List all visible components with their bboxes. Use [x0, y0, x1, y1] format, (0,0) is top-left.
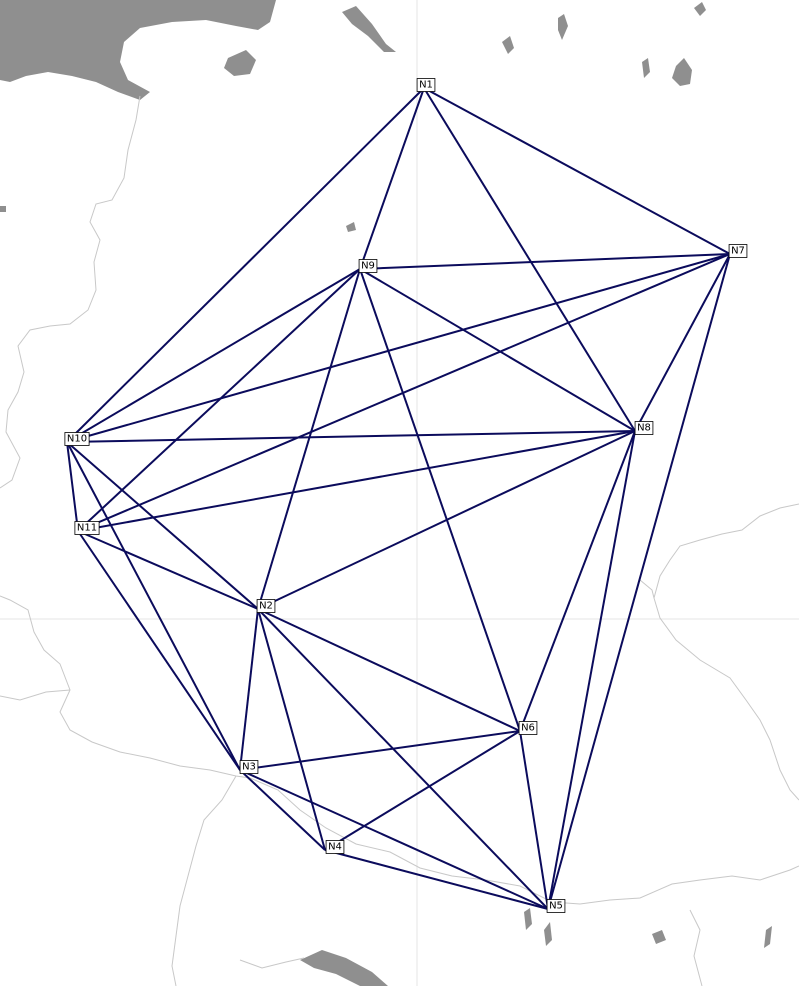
node-label: N6 [521, 723, 535, 734]
link-n6-n5 [519, 730, 549, 910]
lake-area [652, 930, 666, 944]
link-n9-n6 [359, 268, 521, 732]
lake-area [524, 908, 532, 930]
link-n9-n11 [77, 268, 361, 532]
link-n4-n6 [324, 730, 521, 851]
link-n7-n5 [547, 253, 731, 910]
country-border [239, 957, 305, 969]
lake-area [544, 922, 552, 946]
lake-area [502, 36, 514, 54]
link-n8-n5 [547, 430, 636, 910]
link-n11-n2 [77, 530, 259, 610]
node-box [546, 899, 566, 913]
country-border [0, 595, 251, 779]
link-n3-n5 [239, 769, 549, 910]
node-n11[interactable]: N11 [74, 521, 100, 535]
node-n1[interactable]: N1 [416, 78, 436, 92]
node-label: N3 [242, 762, 256, 773]
link-n9-n2 [257, 268, 361, 610]
link-n2-n5 [257, 608, 549, 910]
node-n5[interactable]: N5 [546, 899, 566, 913]
node-box [358, 259, 378, 273]
link-n10-n3 [66, 441, 241, 771]
node-label: N2 [259, 601, 273, 612]
node-n8[interactable]: N8 [634, 421, 654, 435]
link-n9-n7 [359, 253, 731, 270]
node-box [518, 721, 538, 735]
country-border [639, 579, 655, 599]
link-n11-n8 [77, 430, 636, 532]
link-n10-n11 [66, 441, 79, 532]
link-n10-n8 [66, 430, 636, 443]
link-n1-n10 [66, 87, 425, 443]
country-border [171, 775, 237, 986]
country-border [689, 909, 703, 986]
node-n6[interactable]: N6 [518, 721, 538, 735]
link-n9-n8 [359, 268, 636, 432]
country-border [0, 95, 141, 489]
node-n2[interactable]: N2 [256, 599, 276, 613]
lake-area [0, 206, 6, 212]
node-box [728, 244, 748, 258]
link-n4-n5 [324, 849, 549, 910]
sea-area [224, 50, 256, 76]
node-label: N4 [328, 842, 342, 853]
country-border [653, 503, 799, 801]
link-n8-n2 [257, 430, 636, 610]
link-n9-n10 [66, 268, 361, 443]
node-n4[interactable]: N4 [325, 840, 345, 854]
node-box [256, 599, 276, 613]
link-n7-n8 [634, 253, 731, 432]
lake-area [694, 2, 706, 16]
node-n9[interactable]: N9 [358, 259, 378, 273]
link-n8-n6 [519, 430, 636, 732]
node-label: N11 [77, 523, 97, 534]
lake-area [342, 6, 396, 52]
node-label: N7 [731, 246, 745, 257]
link-n3-n4 [239, 769, 326, 851]
lake-area [642, 58, 650, 78]
node-label: N10 [67, 434, 87, 445]
lake-area [764, 926, 772, 948]
link-n1-n8 [423, 87, 636, 432]
link-n3-n6 [239, 730, 521, 771]
node-n7[interactable]: N7 [728, 244, 748, 258]
node-label: N1 [419, 80, 433, 91]
link-n2-n4 [257, 608, 326, 851]
link-n7-n11 [77, 253, 731, 532]
link-n1-n7 [423, 87, 731, 255]
node-label: N8 [637, 423, 651, 434]
node-box [74, 521, 100, 535]
lake-area [346, 222, 356, 232]
node-n3[interactable]: N3 [239, 760, 259, 774]
node-box [634, 421, 654, 435]
node-label: N9 [361, 261, 375, 272]
lake-area [558, 14, 568, 40]
node-box [416, 78, 436, 92]
link-n1-n9 [359, 87, 425, 270]
node-box [239, 760, 259, 774]
node-n10[interactable]: N10 [64, 432, 90, 446]
lake-area [672, 58, 692, 86]
links-layer [66, 87, 731, 910]
sea-area [0, 0, 276, 100]
country-border [0, 689, 71, 701]
node-box [325, 840, 345, 854]
lake-area [300, 950, 388, 986]
link-n2-n3 [239, 608, 259, 771]
link-n10-n2 [66, 441, 259, 610]
link-n7-n10 [66, 253, 731, 443]
node-label: N5 [549, 901, 563, 912]
country-border [249, 777, 799, 905]
link-n11-n3 [77, 530, 241, 771]
link-n2-n6 [257, 608, 521, 732]
node-box [64, 432, 90, 446]
